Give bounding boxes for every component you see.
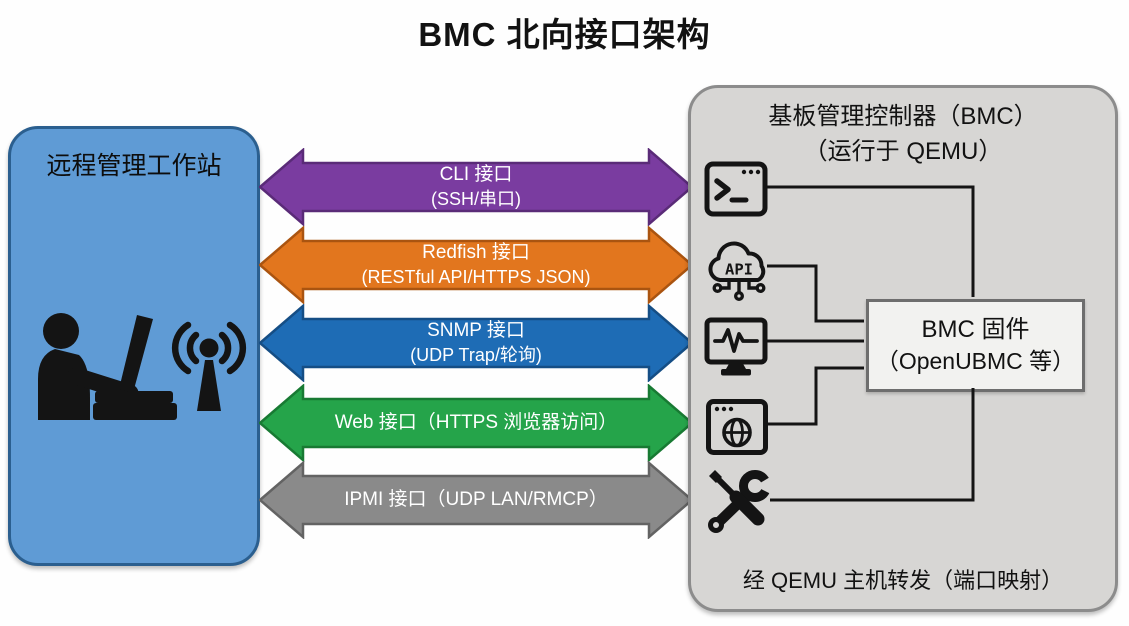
person-at-computer-icon <box>38 313 177 420</box>
workstation-user-icon <box>38 313 247 420</box>
arrow-snmp-label: SNMP 接口 (UDP Trap/轮询) <box>259 304 693 382</box>
arrow-redfish-line2: (RESTful API/HTTPS JSON) <box>361 266 591 287</box>
arrow-snmp-interface: SNMP 接口 (UDP Trap/轮询) <box>259 304 693 382</box>
arrow-web-line1: Web 接口（HTTPS 浏览器访问） <box>334 411 618 433</box>
arrow-redfish-label: Redfish 接口 (RESTful API/HTTPS JSON) <box>259 226 693 304</box>
tools-icon <box>708 470 775 533</box>
bmc-firmware-line2: （OpenUBMC 等） <box>875 348 1076 375</box>
arrow-cli-interface: CLI 接口 (SSH/串口) <box>259 148 693 226</box>
workstation-label: 远程管理工作站 <box>46 152 222 180</box>
bmc-title: 基板管理控制器（BMC） （运行于 QEMU） <box>691 100 1115 170</box>
bmc-firmware-box: BMC 固件 （OpenUBMC 等） <box>866 299 1085 392</box>
browser-globe-icon <box>706 399 768 455</box>
arrow-redfish-interface: Redfish 接口 (RESTful API/HTTPS JSON) <box>259 226 693 304</box>
arrow-web-label: Web 接口（HTTPS 浏览器访问） <box>259 384 693 462</box>
workstation-box: 远程管理工作站 <box>8 126 260 566</box>
antenna-icon <box>171 321 247 411</box>
bmc-title-line2: （运行于 QEMU） <box>803 137 1003 165</box>
arrow-cli-line1: CLI 接口 <box>439 163 513 185</box>
arrow-snmp-line2: (UDP Trap/轮询) <box>410 344 542 365</box>
arrow-web-interface: Web 接口（HTTPS 浏览器访问） <box>259 384 693 462</box>
arrow-snmp-line1: SNMP 接口 <box>427 319 525 341</box>
arrow-ipmi-interface: IPMI 接口（UDP LAN/RMCP） <box>259 461 693 539</box>
arrow-redfish-line1: Redfish 接口 <box>422 241 530 263</box>
api-cloud-label: API <box>725 261 753 279</box>
page-title: BMC 北向接口架构 <box>418 16 711 53</box>
arrow-cli-line2: (SSH/串口) <box>431 188 521 209</box>
bmc-footer: 经 QEMU 主机转发（端口映射） <box>742 568 1064 593</box>
bmc-title-line1: 基板管理控制器（BMC） <box>768 103 1038 130</box>
arrow-ipmi-line1: IPMI 接口（UDP LAN/RMCP） <box>344 488 608 510</box>
terminal-icon <box>704 161 768 217</box>
bmc-box: 基板管理控制器（BMC） （运行于 QEMU） API <box>688 85 1118 612</box>
api-cloud-icon: API <box>708 241 766 302</box>
bmc-firmware-line1: BMC 固件 <box>921 315 1030 343</box>
monitor-pulse-icon <box>704 317 768 376</box>
arrow-cli-label: CLI 接口 (SSH/串口) <box>259 148 693 226</box>
arrow-ipmi-label: IPMI 接口（UDP LAN/RMCP） <box>259 461 693 539</box>
